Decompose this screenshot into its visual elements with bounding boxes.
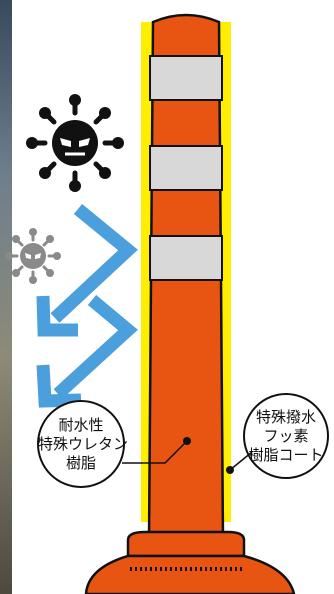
left-label-line-2: 特殊ウレタン xyxy=(38,435,129,453)
blue-arrow-icon-upper xyxy=(36,203,138,337)
virus-icon-small xyxy=(5,228,61,284)
left-callout-label: 耐水性 特殊ウレタン 樹脂 xyxy=(38,416,129,473)
post-base xyxy=(126,530,246,558)
right-label-line-3: 樹脂コート xyxy=(248,446,324,464)
left-label-line-1: 耐水性 xyxy=(58,416,104,434)
reflective-band-2 xyxy=(149,145,223,191)
right-callout-bubble xyxy=(243,393,329,479)
blue-arrow-icon-lower xyxy=(36,295,138,408)
post-base-flange xyxy=(84,554,296,594)
reflective-band-1 xyxy=(149,55,223,101)
reflective-band-3 xyxy=(149,235,223,281)
left-label-line-3: 樹脂 xyxy=(65,454,96,472)
right-callout-leader xyxy=(229,451,253,471)
left-callout-leader xyxy=(122,440,188,464)
virus-icon-large xyxy=(26,94,124,192)
background-photo-edge xyxy=(0,0,12,594)
right-callout-dot xyxy=(226,466,234,474)
right-label-line-2: フッ素 xyxy=(263,427,309,445)
left-callout-dot xyxy=(183,437,191,445)
left-callout-bubble xyxy=(37,400,125,488)
right-label-line-1: 特殊撥水 xyxy=(255,408,316,426)
right-callout-label: 特殊撥水 フッ素 樹脂コート xyxy=(244,408,328,465)
